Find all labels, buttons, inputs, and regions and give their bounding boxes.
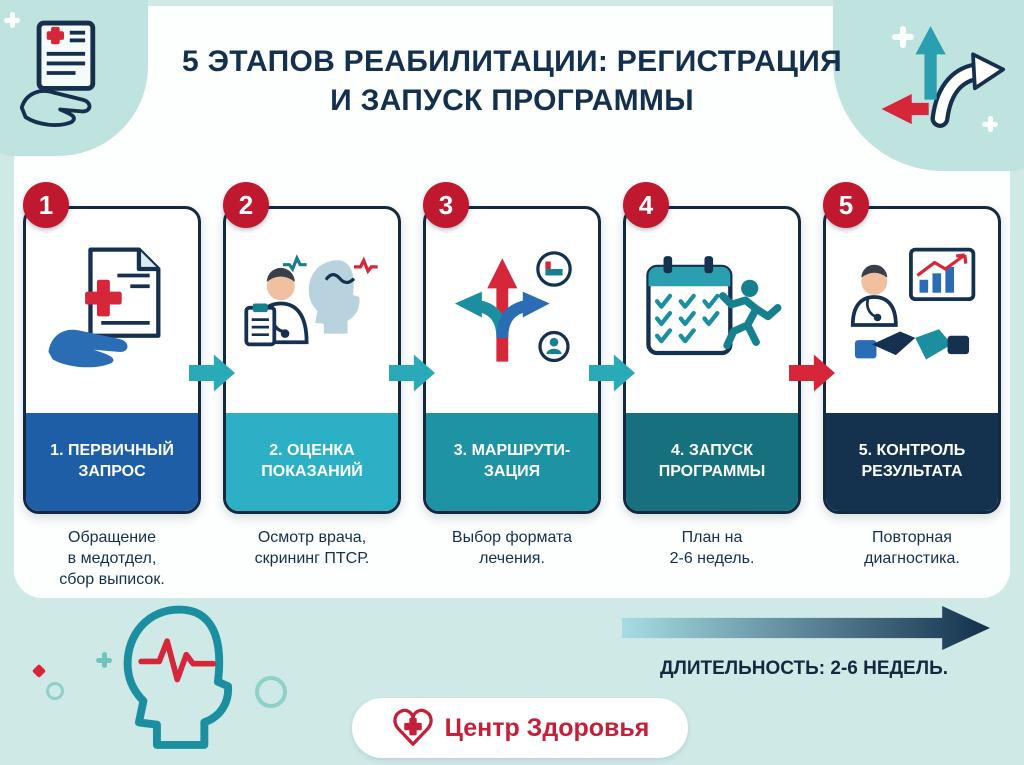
circle-decoration: [255, 676, 287, 708]
duration-arrow: [622, 606, 990, 650]
step-3-icon-area: [426, 209, 598, 413]
routing-arrows-icon: [454, 251, 572, 363]
step-2-number-badge: 2: [223, 182, 269, 228]
plus-decoration: [96, 652, 112, 668]
page-title: 5 ЭТАПОВ РЕАБИЛИТАЦИИ: РЕГИСТРАЦИЯ И ЗАП…: [182, 45, 842, 117]
brand-logo: Центр Здоровья: [352, 698, 688, 758]
step-1-label: 1. ПЕРВИЧНЫЙ ЗАПРОС: [26, 413, 198, 511]
circle-decoration: [46, 682, 64, 700]
steps-row: 1 1. ПЕРВИЧНЫЙ ЗАПРОС Обращение в медотд…: [20, 182, 1004, 590]
brand-name: Центр Здоровья: [444, 713, 650, 742]
step-2-label: 2. ОЦЕНКА ПОКАЗАНИЙ: [226, 413, 398, 511]
step-4: 4 4. ЗАПУСК ПРОГРАММЫ: [623, 182, 801, 570]
step-1-description: Обращение в медотдел, сбор выписок.: [59, 529, 165, 588]
step-5-number-badge: 5: [823, 182, 869, 228]
step-3-number-badge: 3: [423, 182, 469, 228]
step-4-description: План на 2-6 недель.: [669, 529, 755, 567]
step-1-icon-area: [26, 209, 198, 413]
doctor-handshake-chart-icon: [850, 247, 976, 360]
step-5-label: 5. КОНТРОЛЬ РЕЗУЛЬТАТА: [826, 413, 998, 511]
step-3-card: 3. МАРШРУТИ- ЗАЦИЯ: [423, 206, 601, 514]
heart-cross-icon: [392, 708, 433, 746]
step-2-icon-area: [226, 209, 398, 413]
step-4-icon-area: [626, 209, 798, 413]
plus-decoration: [892, 26, 914, 48]
hand-holding-document-icon: [48, 247, 161, 368]
step-3: 3 3. МАРШРУТИ- ЗАЦИЯ: [423, 182, 601, 570]
step-2: 2 2: [223, 182, 401, 570]
step-5: 5: [823, 182, 1001, 570]
step-3-label: 3. МАРШРУТИ- ЗАЦИЯ: [426, 413, 598, 511]
branching-arrows-icon: [881, 26, 1006, 128]
plus-decoration: [4, 12, 20, 28]
document-in-hand-icon: [19, 20, 96, 127]
step-1-number-badge: 1: [23, 182, 69, 228]
doctor-assessment-icon: [244, 254, 378, 347]
step-4-card: 4. ЗАПУСК ПРОГРАММЫ: [623, 206, 801, 514]
step-2-description: Осмотр врача, скрининг ПТСР.: [254, 529, 370, 567]
step-1: 1 1. ПЕРВИЧНЫЙ ЗАПРОС Обращение в медотд…: [23, 182, 201, 590]
step-5-description: Повторная диагностика.: [864, 529, 960, 567]
head-pulse-icon: [123, 605, 232, 749]
step-5-icon-area: [826, 209, 998, 413]
step-1-card: 1. ПЕРВИЧНЫЙ ЗАПРОС: [23, 206, 201, 514]
step-2-card: 2. ОЦЕНКА ПОКАЗАНИЙ: [223, 206, 401, 514]
step-4-number-badge: 4: [623, 182, 669, 228]
step-3-description: Выбор формата лечения.: [451, 529, 573, 567]
plus-decoration: [982, 116, 998, 132]
calendar-runner-icon: [646, 256, 782, 356]
duration-label: ДЛИТЕЛЬНОСТЬ: 2-6 НЕДЕЛЬ.: [659, 658, 948, 679]
step-4-label: 4. ЗАПУСК ПРОГРАММЫ: [626, 413, 798, 511]
step-5-card: 5. КОНТРОЛЬ РЕЗУЛЬТАТА: [823, 206, 1001, 514]
diamond-decoration: [31, 663, 47, 679]
